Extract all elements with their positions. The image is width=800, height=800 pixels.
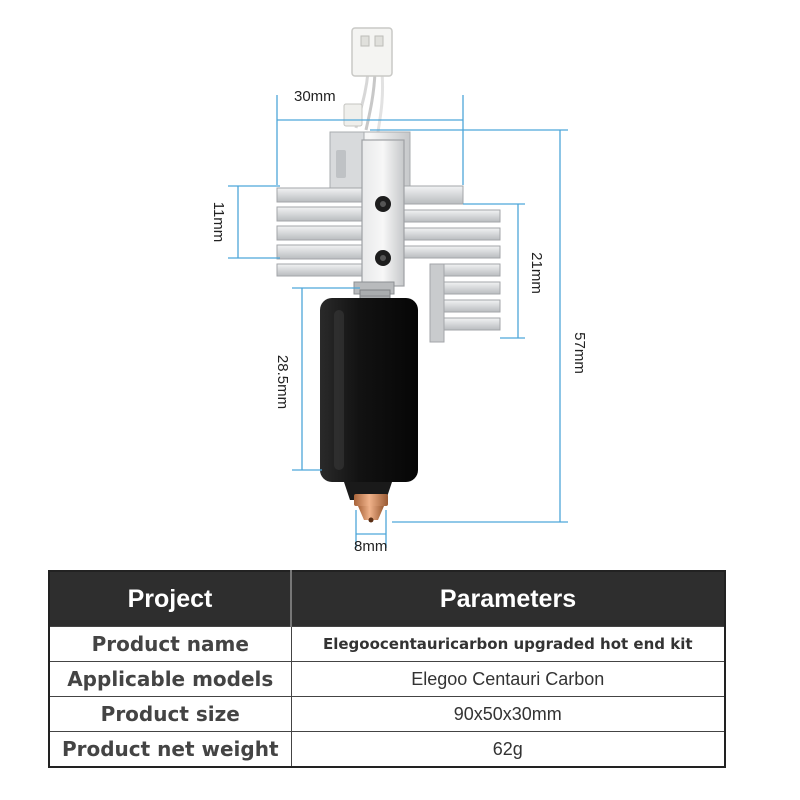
header-parameters: Parameters: [291, 571, 725, 627]
dim-label-57mm: 57mm: [571, 332, 588, 374]
table-row: Product size 90x50x30mm: [49, 696, 725, 732]
fan-connector: [343, 27, 393, 133]
spec-table: Project Parameters Product name Elegooce…: [48, 570, 726, 768]
table-row: Applicable models Elegoo Centauri Carbon: [49, 661, 725, 697]
row-value: 90x50x30mm: [291, 696, 725, 732]
table-row: Product name Elegoocentauricarbon upgrad…: [49, 626, 725, 662]
mount-block: [361, 139, 405, 287]
row-value: Elegoo Centauri Carbon: [291, 661, 725, 697]
hotend-diagram: 30mm 11mm 21mm 57mm 28.5mm 8mm: [210, 27, 588, 555]
dim-label-21mm: 21mm: [528, 252, 545, 294]
row-key: Product net weight: [49, 731, 292, 767]
row-value: Elegoocentauricarbon upgraded hot end ki…: [291, 626, 725, 662]
dimension-lines: [228, 95, 568, 548]
table-header-row: Project Parameters: [49, 571, 725, 627]
header-project: Project: [49, 571, 292, 627]
dim-label-11mm: 11mm: [210, 202, 227, 243]
row-key: Product size: [49, 696, 292, 732]
dim-label-28-5mm: 28.5mm: [274, 355, 291, 409]
row-key: Product name: [49, 626, 292, 662]
dim-label-30mm: 30mm: [294, 88, 336, 105]
row-value: 62g: [291, 731, 725, 767]
heatsink-right: [399, 185, 501, 343]
dim-label-8mm: 8mm: [354, 538, 387, 555]
row-key: Applicable models: [49, 661, 292, 697]
nozzle: [354, 494, 388, 523]
table-row: Product net weight 62g: [49, 731, 725, 767]
heater-sock: [320, 298, 418, 500]
